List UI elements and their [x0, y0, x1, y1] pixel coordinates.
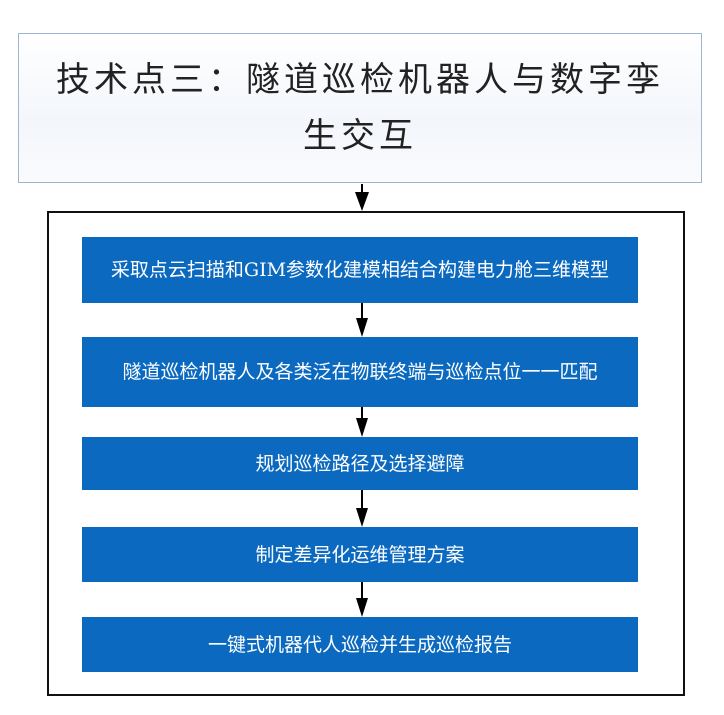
- arrow-1-2-head: [356, 318, 368, 337]
- arrow-title-head: [355, 192, 369, 211]
- arrow-3-4-head: [356, 508, 368, 527]
- step-5: 一键式机器代人巡检并生成巡检报告: [82, 617, 638, 672]
- step-4: 制定差异化运维管理方案: [82, 527, 638, 582]
- step-3: 规划巡检路径及选择避障: [82, 437, 638, 490]
- step-2: 隧道巡检机器人及各类泛在物联终端与巡检点位一一匹配: [82, 337, 638, 407]
- title-text: 技术点三：隧道巡检机器人与数字孪生交互: [56, 60, 664, 156]
- arrow-4-5-head: [356, 598, 368, 617]
- process-container: [47, 211, 685, 696]
- step-1: 采取点云扫描和GIM参数化建模相结合构建电力舱三维模型: [82, 237, 638, 303]
- title-box: 技术点三：隧道巡检机器人与数字孪生交互: [18, 33, 702, 183]
- arrow-2-3-head: [356, 418, 368, 437]
